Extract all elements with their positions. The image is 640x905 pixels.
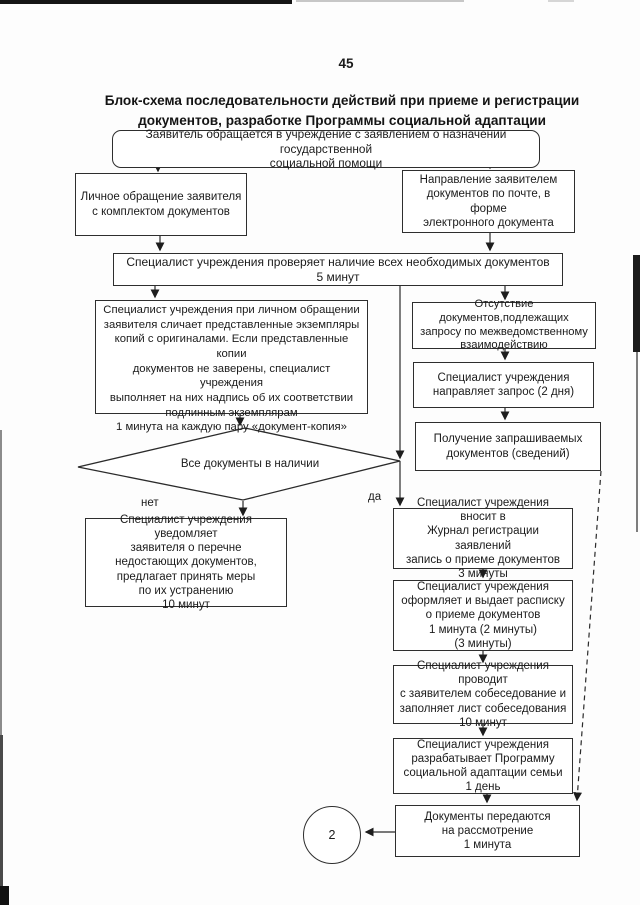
scan-artifact-top-edge-dot	[548, 0, 574, 2]
scan-artifact-top-edge	[0, 0, 292, 4]
branch-label-yes: да	[368, 491, 382, 503]
box-issue-receipt: Специалист учреждения оформляет и выдает…	[393, 580, 573, 651]
scan-artifact-right-edge-thin	[636, 352, 638, 532]
page-number: 45	[338, 56, 354, 71]
decision-all-documents-label: Все документы в наличии	[180, 458, 320, 470]
box-interview: Специалист учреждения проводит с заявите…	[393, 660, 573, 729]
scan-artifact-right-edge	[633, 255, 640, 352]
scan-artifact-top-edge-faint	[296, 0, 464, 2]
box-missing-interagency-docs: Отсутствие документов,подлежащих запросу…	[412, 298, 596, 351]
box-compare-copies: Специалист учреждения при личном обращен…	[95, 300, 368, 433]
box-transfer-for-review: Документы передаются на рассмотрение 1 м…	[395, 805, 580, 857]
box-check-documents: Специалист учреждения проверяет наличие …	[113, 253, 563, 286]
connector-receive-to-transfer	[573, 470, 602, 802]
scan-artifact-left-edge-thin	[0, 430, 2, 740]
box-mail-submission: Направление заявителем документов по поч…	[402, 170, 575, 233]
branch-label-no: нет	[141, 497, 159, 509]
box-receive-documents: Получение запрашиваемых документов (свед…	[415, 422, 601, 471]
diagram-title: Блок-схема последовательности действий п…	[104, 93, 580, 129]
scan-artifact-left-edge-dark	[0, 735, 3, 887]
offpage-connector-2: 2	[303, 806, 361, 864]
box-send-request: Специалист учреждения направляет запрос …	[413, 362, 594, 408]
decision-diamond-shape	[77, 427, 401, 501]
scan-artifact-bottom-left-corner	[0, 886, 9, 905]
box-personal-visit: Личное обращение заявителя с комплектом …	[75, 173, 247, 236]
box-register-journal: Специалист учреждения вносит в Журнал ре…	[393, 497, 573, 580]
box-develop-program: Специалист учреждения разрабатывает Прог…	[393, 738, 573, 794]
flow-start-terminator: Заявитель обращается в учреждение с заяв…	[112, 127, 540, 170]
box-notify-missing-docs: Специалист учреждения уведомляет заявите…	[85, 514, 287, 611]
